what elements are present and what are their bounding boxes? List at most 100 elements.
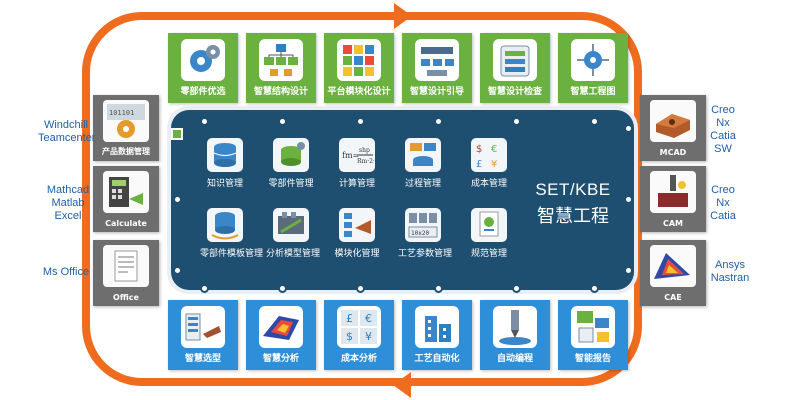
module-label: 规范管理 [470,249,507,259]
right-tile-mcad[interactable]: MCAD [640,95,706,161]
tile-label: 智慧结构设计 [253,87,308,97]
module-parts-management[interactable]: 零部件管理 [266,138,316,189]
connector-dot [173,266,182,275]
right-tile-cae[interactable]: CAE [640,240,706,306]
module-process-parameter-management[interactable]: 10x20 工艺参数管理 [398,208,453,259]
connector-dot [512,284,521,293]
process-cycle-ring [82,12,642,386]
cam-icon [650,171,696,213]
currency-icon: $€£¥ [471,138,507,172]
database-icon [207,138,243,172]
connector-dot [590,117,599,126]
hierarchy-icon [259,39,303,81]
left-tile-calculate[interactable]: Calculate [93,166,159,232]
ext-item: Creo [711,184,735,196]
module-label: 过程管理 [404,179,441,189]
module-cost-management[interactable]: $€£¥ 成本管理 [464,138,514,189]
ext-item: Excel [54,210,82,222]
ext-item: Ansys [715,259,745,271]
module-label: 工艺参数管理 [398,249,453,259]
bottom-tile-smart-analysis[interactable]: 智慧分析 [246,300,316,370]
svg-text:fm=: fm= [342,151,359,160]
svg-text:$: $ [346,330,353,343]
tile-label: CAE [664,293,682,302]
connector-dot [278,284,287,293]
connector-dot [624,195,633,204]
pdm-icon: 101101 [103,100,149,142]
module-label: 知识管理 [206,179,243,189]
connector-dot [278,117,287,126]
parts-db-icon [273,138,309,172]
module-parts-template-management[interactable]: 零部件模板管理 [200,208,263,259]
ext-list-cam: Creo Nx Catia [708,184,738,223]
left-tile-pdm[interactable]: 101101 产品数据管理 [93,95,159,161]
top-tile-engineering-drawing[interactable]: 智慧工程图 [558,33,628,103]
connector-dot [200,284,209,293]
svg-text:£: £ [476,159,482,170]
engine-icon [273,208,309,242]
flowchart-icon [415,39,459,81]
top-tile-structure-design[interactable]: 智慧结构设计 [246,33,316,103]
bottom-tile-smart-selection[interactable]: 智慧选型 [168,300,238,370]
module-grid-icon [337,39,381,81]
svg-text:101101: 101101 [109,109,134,117]
module-standard-management[interactable]: 规范管理 [464,208,514,259]
svg-text:€: € [491,144,497,155]
svg-text:¥: ¥ [491,159,497,170]
bottom-tile-smart-report[interactable]: 智能报告 [558,300,628,370]
bottom-tile-cost-analysis[interactable]: £€$¥ 成本分析 [324,300,394,370]
top-tile-parts-optimization[interactable]: 零部件优选 [168,33,238,103]
connector-dot [356,284,365,293]
fea-icon [650,245,696,287]
ext-item: SW [714,143,732,155]
tile-label: 智慧设计引导 [409,87,464,97]
selection-icon [181,306,225,348]
ext-item: Matlab [51,197,85,209]
center-title-en: SET/KBE [535,180,611,199]
module-process-management[interactable]: 过程管理 [398,138,448,189]
tile-label: 智能报告 [574,354,611,364]
tile-label: MCAD [659,148,687,157]
svg-text:Rm·2·π: Rm·2·π [357,158,375,165]
connector-dot [434,117,443,126]
template-db-icon [207,208,243,242]
ext-item: Teamcenter [38,132,96,144]
ext-item: Nastran [710,272,750,284]
center-title-cn: 智慧工程 [537,206,609,227]
center-title: SET/KBE 智慧工程 [528,180,618,228]
module-tree-icon [339,208,375,242]
tile-label: CAM [662,219,684,228]
document-icon [103,245,149,287]
bottom-tile-process-automation[interactable]: 工艺自动化 [402,300,472,370]
ext-list-office: Ms Office [40,266,92,279]
tile-label: 成本分析 [340,354,377,364]
tile-label: 智慧工程图 [570,87,616,97]
bottom-tile-auto-programming[interactable]: 自动编程 [480,300,550,370]
ext-item: Creo [711,104,735,116]
module-modular-management[interactable]: 模块化管理 [332,208,382,259]
calculator-icon [103,171,149,213]
tile-label: Calculate [105,219,147,228]
ext-item: Mathcad [46,184,90,196]
left-tile-office[interactable]: Office [93,240,159,306]
connector-dot [356,117,365,126]
ext-item: Nx [716,197,730,209]
gears-icon [181,39,225,81]
module-analysis-model-management[interactable]: 分析模型管理 [266,208,321,259]
tile-label: 平台模块化设计 [327,87,391,97]
right-tile-cam[interactable]: CAM [640,166,706,232]
top-tile-design-guidance[interactable]: 智慧设计引导 [402,33,472,103]
tile-label: 自动编程 [496,354,533,364]
module-label: 分析模型管理 [266,249,321,259]
module-knowledge-management[interactable]: 知识管理 [200,138,250,189]
parameter-icon: 10x20 [405,208,441,242]
connector-dot [624,124,633,133]
central-panel [171,110,634,290]
cost-icon: £€$¥ [337,306,381,348]
tile-label: 智慧分析 [262,354,299,364]
top-tile-design-check[interactable]: 智慧设计检查 [480,33,550,103]
connector-square [171,128,183,140]
top-tile-platform-modular-design[interactable]: 平台模块化设计 [324,33,394,103]
tile-label: Office [113,293,139,302]
